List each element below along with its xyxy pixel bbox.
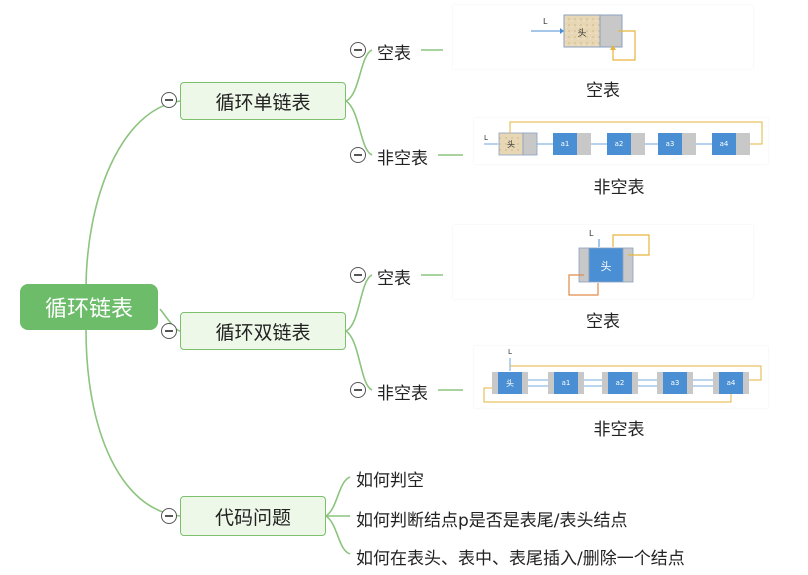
- pointer-label: L: [484, 134, 488, 142]
- node-a2-next: [631, 133, 645, 155]
- node-a4-label: a4: [726, 379, 736, 387]
- list-nodes: [553, 133, 750, 155]
- head-label: 头: [577, 29, 587, 39]
- collapse-double-icon[interactable]: [161, 323, 177, 339]
- node-a1-data: [553, 133, 577, 155]
- node-a2-label: a2: [614, 140, 624, 148]
- node-a3-label: a3: [665, 140, 675, 148]
- collapse-code-icon[interactable]: [161, 508, 177, 524]
- double-nodes: [492, 372, 749, 394]
- branch-double-label: 循环双链表: [215, 321, 311, 344]
- head-node-next: [622, 247, 634, 283]
- root-node[interactable]: 循环链表: [20, 284, 158, 330]
- branch-single-linked[interactable]: 循环单链表: [180, 82, 346, 120]
- figure-single-empty: L 头: [453, 5, 753, 69]
- branch-code-label: 代码问题: [214, 506, 291, 529]
- node-a2-label: a2: [615, 379, 625, 387]
- head-node-data: [588, 247, 624, 283]
- node-a4-next: [736, 133, 750, 155]
- node-a2-data: [607, 133, 631, 155]
- prior-circular-link: [483, 387, 732, 403]
- pointer-label: L: [508, 348, 512, 356]
- self-loop: [612, 30, 636, 61]
- node-a1-next: [577, 133, 591, 155]
- connector-single-empty: [345, 49, 373, 102]
- pointer-label: L: [543, 17, 548, 26]
- head-label: 头: [506, 379, 514, 388]
- caption-double-nonempty: 非空表: [593, 420, 645, 440]
- head-label: 头: [507, 140, 515, 149]
- connector-code-q3: [325, 515, 351, 555]
- figure-single-nonempty-drawing: [484, 121, 763, 156]
- question-insert-delete[interactable]: 如何在表头、表中、表尾插入/删除一个结点: [356, 549, 685, 569]
- self-loop-arrowhead: [610, 45, 616, 50]
- head-node-prior: [578, 247, 590, 283]
- head-node-data: [563, 14, 601, 48]
- collapse-single-empty-icon[interactable]: [350, 42, 366, 58]
- node-a1-label: a1: [560, 140, 570, 148]
- figure-double-nonempty-drawing: [483, 358, 762, 403]
- figure-double-nonempty: L 头 a1 a2 a3 a4: [474, 346, 768, 408]
- next-circular-link: [510, 365, 762, 381]
- node-a3-data: [658, 133, 682, 155]
- caption-single-empty: 空表: [586, 81, 620, 101]
- figure-double-empty-drawing: [568, 234, 650, 296]
- node-a3-label: a3: [670, 379, 680, 387]
- topic-double-empty[interactable]: 空表: [377, 269, 411, 289]
- caption-single-nonempty: 非空表: [593, 178, 645, 198]
- question-check-empty[interactable]: 如何判空: [356, 471, 424, 491]
- node-a4-label: a4: [719, 140, 729, 148]
- collapse-single-nonempty-icon[interactable]: [350, 147, 366, 163]
- connector-double-nonempty: [345, 330, 373, 391]
- question-check-tail-head[interactable]: 如何判断结点p是否是表尾/表头结点: [356, 511, 628, 531]
- topic-single-empty[interactable]: 空表: [377, 44, 411, 64]
- circular-link: [509, 121, 763, 145]
- pointer-arrowhead: [560, 28, 564, 34]
- branch-code-issues[interactable]: 代码问题: [180, 496, 326, 536]
- root-label: 循环链表: [44, 297, 133, 322]
- figure-double-empty: L 头: [453, 225, 753, 299]
- caption-double-empty: 空表: [586, 312, 620, 332]
- connector-code-q1: [325, 476, 351, 517]
- collapse-single-icon[interactable]: [161, 92, 177, 108]
- topic-single-nonempty[interactable]: 非空表: [377, 149, 428, 169]
- collapse-double-empty-icon[interactable]: [350, 267, 366, 283]
- figure-single-empty-drawing: [531, 14, 636, 61]
- branch-single-label: 循环单链表: [215, 91, 311, 114]
- figure-single-nonempty: L 头 a1 a2 a3 a4: [474, 118, 768, 164]
- node-a1-label: a1: [561, 379, 571, 387]
- connector-single-nonempty: [345, 100, 373, 156]
- next-self-loop: [612, 234, 650, 256]
- prior-self-loop: [568, 274, 599, 296]
- head-label: 头: [600, 260, 612, 273]
- collapse-double-nonempty-icon[interactable]: [350, 382, 366, 398]
- double-links: [509, 358, 713, 387]
- node-a3-next: [682, 133, 696, 155]
- node-a4-data: [712, 133, 736, 155]
- head-node-next: [522, 132, 538, 156]
- connector-double-empty: [345, 274, 373, 332]
- branch-double-linked[interactable]: 循环双链表: [180, 312, 346, 350]
- connector-root-to-single: [85, 100, 181, 291]
- topic-double-nonempty[interactable]: 非空表: [377, 384, 428, 404]
- pointer-label: L: [589, 229, 594, 238]
- connector-root-to-code: [85, 329, 181, 517]
